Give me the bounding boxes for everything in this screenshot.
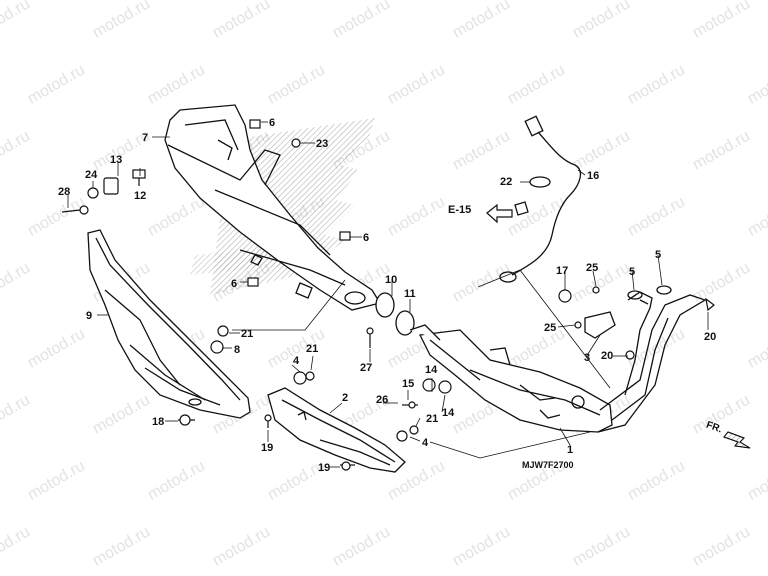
part-label-16: 16	[587, 170, 599, 182]
part-label-19: 19	[261, 442, 273, 454]
part-label-20: 20	[601, 350, 613, 362]
part-label-21c: 21	[426, 413, 438, 425]
part-label-1: 1	[567, 444, 573, 456]
part-label-14: 14	[425, 364, 438, 376]
part-label-24: 24	[85, 169, 98, 181]
part-label-11: 11	[404, 288, 416, 300]
part-label-5b: 5	[655, 249, 661, 261]
hardware-items	[61, 119, 715, 471]
part-label-9: 9	[86, 310, 92, 322]
part-label-19b: 19	[318, 462, 330, 474]
part-label-3: 3	[584, 352, 590, 364]
part-label-25: 25	[586, 262, 598, 274]
part-label-21: 21	[241, 328, 253, 340]
part-label-6: 6	[269, 117, 275, 129]
cross-reference-label: E-15	[448, 204, 472, 216]
part-label-18: 18	[152, 416, 164, 428]
front-arrow-icon	[723, 431, 751, 449]
bracket	[584, 311, 616, 339]
part-label-13: 13	[110, 154, 122, 166]
part-label-6b: 6	[363, 232, 369, 244]
muffler-cover-upper	[164, 104, 382, 311]
part-label-22: 22	[500, 176, 512, 188]
part-labels: 1 2 3 4 4 5 5 6 6 6 7 8 9 10 11 12 13 14…	[58, 117, 716, 474]
sensor-cable	[499, 115, 582, 283]
heat-shield-left	[87, 229, 251, 419]
part-label-10: 10	[385, 274, 397, 286]
lower-cover	[267, 387, 406, 473]
part-label-23: 23	[316, 138, 328, 150]
part-label-17: 17	[556, 265, 568, 277]
part-label-6c: 6	[231, 278, 237, 290]
cross-reference-arrow	[486, 203, 513, 224]
part-label-5: 5	[629, 266, 635, 278]
leader-lines	[67, 121, 709, 468]
part-label-28: 28	[58, 186, 70, 198]
part-label-26: 26	[376, 394, 388, 406]
part-label-25b: 25	[544, 322, 556, 334]
part-label-8: 8	[234, 344, 240, 356]
part-label-7: 7	[142, 132, 148, 144]
part-label-4b: 4	[422, 437, 429, 449]
part-label-27: 27	[360, 362, 372, 374]
main-muffler	[419, 285, 707, 433]
part-label-20b: 20	[704, 331, 716, 343]
part-label-14b: 14	[442, 407, 455, 419]
part-label-21b: 21	[306, 343, 318, 355]
diagram-reference-code: MJW7F2700	[522, 460, 574, 470]
connector-band	[375, 292, 441, 341]
part-label-2: 2	[342, 392, 348, 404]
part-label-12: 12	[134, 190, 146, 202]
part-label-4: 4	[293, 355, 300, 367]
part-label-15: 15	[402, 378, 414, 390]
